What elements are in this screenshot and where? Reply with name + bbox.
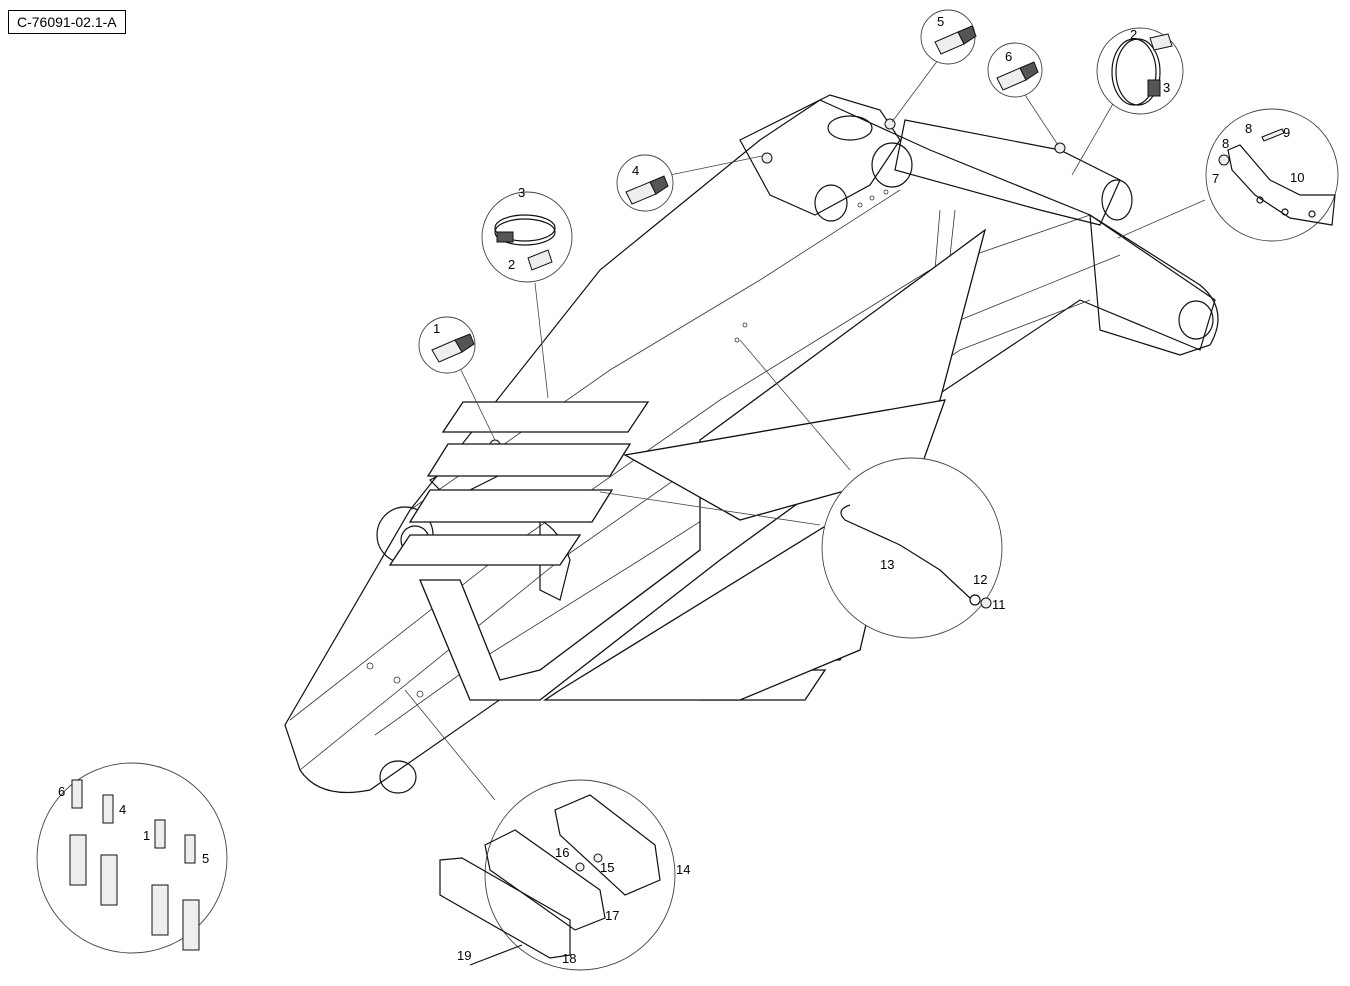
detail-grease-fitting-1: 1 bbox=[418, 316, 476, 374]
detail-grease-fitting-6: 6 bbox=[987, 42, 1043, 98]
callout-7: 7 bbox=[1212, 171, 1219, 186]
diagram-reference-label: C-76091-02.1-A bbox=[8, 10, 126, 34]
callout-1: 1 bbox=[433, 321, 440, 336]
callout-12: 12 bbox=[973, 572, 987, 587]
detail-grease-fitting-4: 4 bbox=[616, 154, 674, 212]
callout-15: 15 bbox=[600, 860, 614, 875]
detail-pad-assembly: 16 15 14 17 18 19 bbox=[439, 779, 690, 971]
callout-17: 17 bbox=[605, 908, 619, 923]
detail-hose-clamp-left: 3 2 bbox=[481, 185, 573, 283]
kit-callout-4: 4 bbox=[119, 802, 126, 817]
callout-14: 14 bbox=[676, 862, 690, 877]
callout-8-b: 8 bbox=[1245, 121, 1252, 136]
detail-cable-guide-bracket: 8 7 8 9 10 bbox=[1205, 108, 1339, 242]
kit-callout-5: 5 bbox=[202, 851, 209, 866]
kit-callout-6: 6 bbox=[58, 784, 65, 799]
callout-4: 4 bbox=[632, 163, 639, 178]
detail-grease-fittings-kit: 6 4 1 5 bbox=[36, 762, 228, 954]
detail-grease-fitting-5: 5 bbox=[920, 9, 977, 65]
callout-8-a: 8 bbox=[1222, 136, 1229, 151]
detail-hose-clamp-right: 2 3 bbox=[1096, 27, 1184, 115]
callout-6: 6 bbox=[1005, 49, 1012, 64]
callout-19: 19 bbox=[457, 948, 471, 963]
detail-bracket-rod: 13 12 11 bbox=[821, 457, 1006, 639]
callout-16: 16 bbox=[555, 845, 569, 860]
callout-18: 18 bbox=[562, 951, 576, 966]
callout-2-right: 2 bbox=[1130, 27, 1137, 42]
callout-2-left: 2 bbox=[508, 257, 515, 272]
callout-3-left: 3 bbox=[518, 185, 525, 200]
callout-11: 11 bbox=[992, 597, 1006, 612]
leader-lines bbox=[404, 59, 1206, 801]
watermark-logo bbox=[388, 228, 987, 701]
callout-13: 13 bbox=[880, 557, 894, 572]
callout-3-right: 3 bbox=[1163, 80, 1170, 95]
callout-10: 10 bbox=[1290, 170, 1304, 185]
kit-callout-1: 1 bbox=[143, 828, 150, 843]
callout-9: 9 bbox=[1283, 125, 1290, 140]
callout-5: 5 bbox=[937, 14, 944, 29]
